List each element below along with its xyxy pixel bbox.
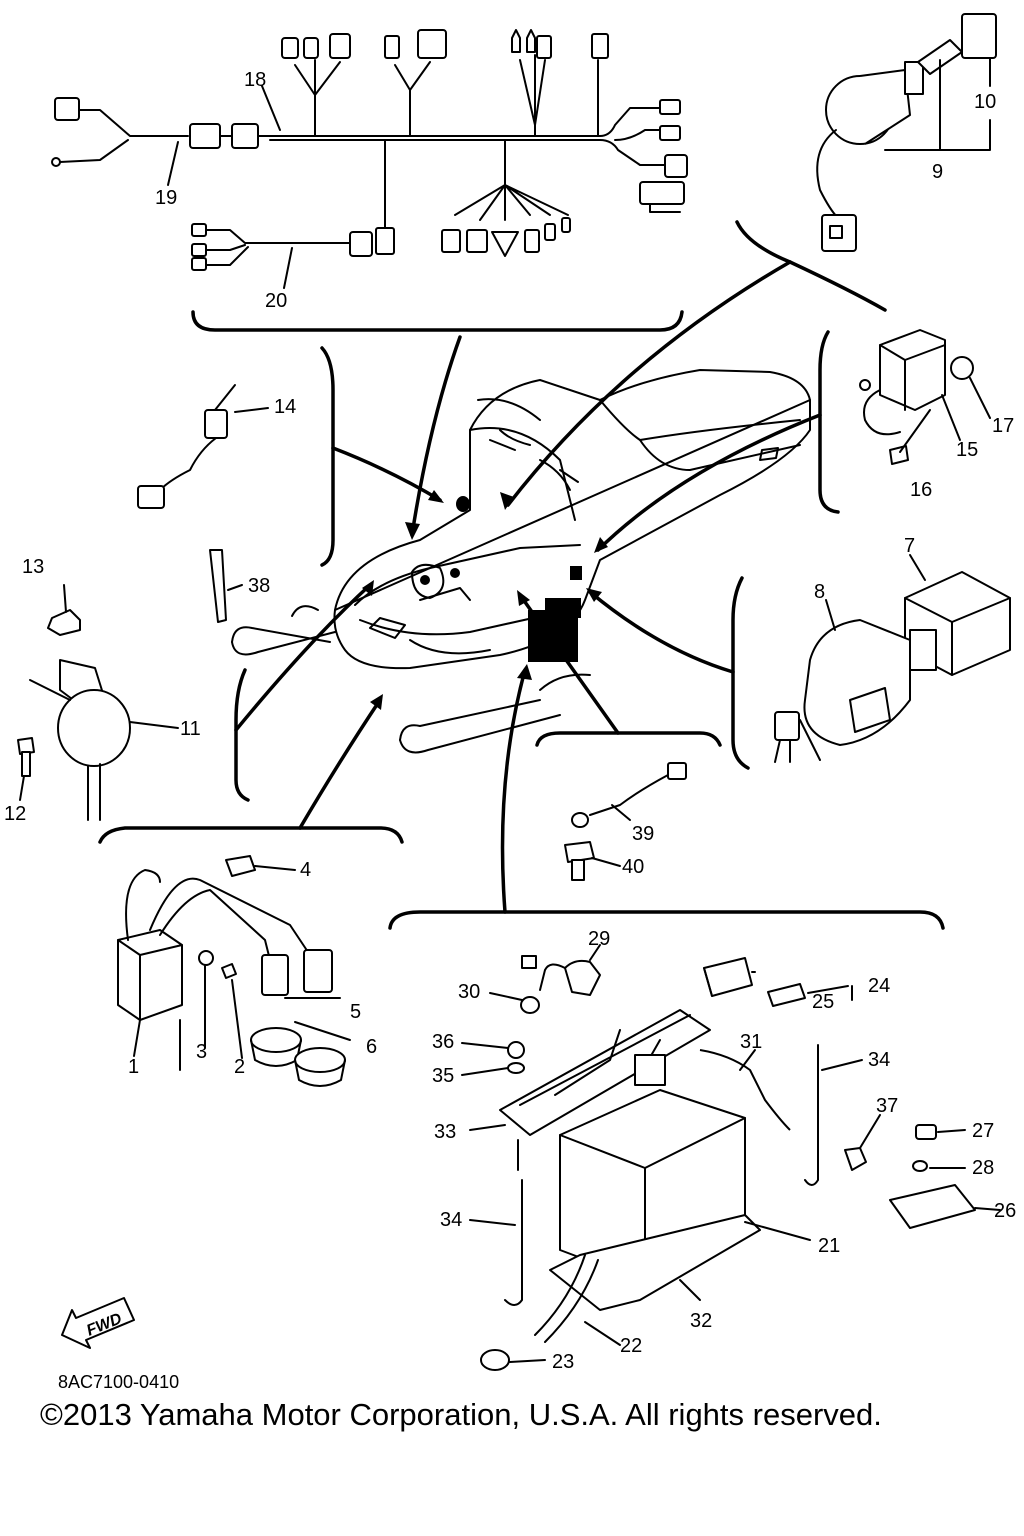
callout-14: 14	[274, 396, 296, 418]
callout-39: 39	[632, 823, 654, 845]
callout-30: 30	[458, 981, 480, 1003]
callout-33: 33	[434, 1121, 456, 1143]
callout-9: 9	[932, 161, 943, 183]
diagram-code: 8AC7100-0410	[58, 1372, 179, 1392]
callout-20: 20	[265, 290, 287, 312]
callout-23: 23	[552, 1351, 574, 1373]
callout-18: 18	[244, 69, 266, 91]
callout-19: 19	[155, 187, 177, 209]
cdi-unit-7-8	[774, 571, 1011, 763]
callout-4: 4	[300, 859, 311, 881]
callout-28: 28	[972, 1157, 994, 1179]
callout-37: 37	[876, 1095, 898, 1117]
callout-22: 22	[620, 1335, 642, 1357]
snowmobile-illustration	[231, 369, 811, 754]
relay-15	[859, 329, 974, 465]
callout-29: 29	[588, 928, 610, 950]
callout-leaders	[19, 57, 1001, 1363]
callout-27: 27	[972, 1120, 994, 1142]
callout-38: 38	[248, 575, 270, 597]
callout-34-left: 34	[440, 1209, 462, 1231]
horn-11	[17, 609, 131, 821]
ground-lead-39	[564, 762, 687, 881]
callout-16: 16	[910, 479, 932, 501]
callout-32: 32	[690, 1310, 712, 1332]
callout-25: 25	[812, 991, 834, 1013]
fwd-arrow-icon: FWD	[61, 1297, 135, 1349]
callout-11: 11	[180, 718, 201, 740]
callout-5: 5	[350, 1001, 361, 1023]
callout-7: 7	[904, 535, 915, 557]
leader-arrows	[234, 260, 822, 914]
callout-15: 15	[956, 439, 978, 461]
callout-26: 26	[994, 1200, 1016, 1222]
callout-1: 1	[128, 1056, 139, 1078]
ignition-coil-assembly	[117, 855, 351, 1087]
copyright-notice: ©2013 Yamaha Motor Corporation, U.S.A. A…	[40, 1397, 882, 1432]
callout-24: 24	[868, 975, 890, 997]
callout-13: 13	[22, 556, 44, 578]
callout-17: 17	[992, 415, 1014, 437]
callout-8: 8	[814, 581, 825, 603]
callout-2: 2	[234, 1056, 245, 1078]
callout-6: 6	[366, 1036, 377, 1058]
callout-40: 40	[622, 856, 644, 878]
battery-assembly	[480, 955, 976, 1371]
callout-36: 36	[432, 1031, 454, 1053]
callout-12: 12	[4, 803, 26, 825]
wire-harness-assembly	[51, 29, 688, 271]
callout-21: 21	[818, 1235, 840, 1257]
callout-numbers: 1 2 3 4 5 6 7 8 9 10 11 12 13 14 15 16 1…	[4, 69, 1016, 1373]
group-brackets	[98, 220, 945, 930]
callout-10: 10	[974, 91, 996, 113]
callout-34-right: 34	[868, 1049, 890, 1071]
callout-31: 31	[740, 1031, 762, 1053]
callout-3: 3	[196, 1041, 207, 1063]
main-switch-assembly	[816, 13, 997, 252]
switch-14	[137, 384, 236, 623]
callout-35: 35	[432, 1065, 454, 1087]
